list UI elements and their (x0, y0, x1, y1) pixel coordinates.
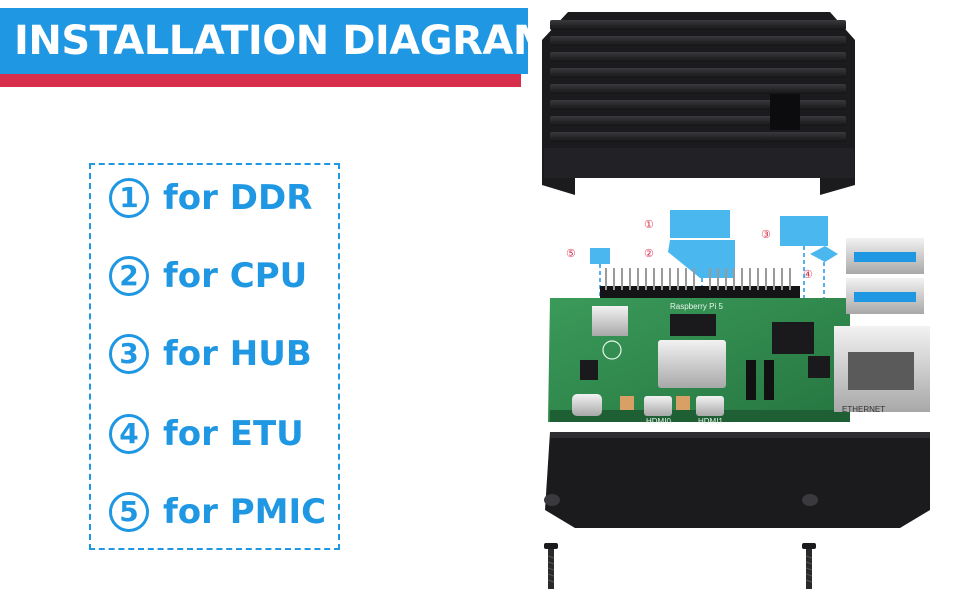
etu-chip (808, 356, 830, 378)
callout-2: ② (644, 248, 654, 260)
heatsink-top-case (542, 12, 855, 195)
callout-5: ⑤ (566, 248, 576, 260)
screw-hole-right (802, 494, 818, 506)
legend-item-hub: 3 for HUB (109, 329, 312, 379)
board-name-label: Raspberry Pi 5 (670, 302, 723, 311)
usb-ethernet-ports: ETHERNET (834, 238, 930, 414)
thermal-pad-hub (780, 216, 828, 246)
ddr-chip (670, 314, 716, 336)
legend-box: 1 for DDR 2 for CPU 3 for HUB 4 for ETU … (89, 163, 340, 550)
callout-1: ① (644, 219, 654, 231)
hub-chip (772, 322, 814, 354)
pmic-chip (592, 306, 628, 336)
bottom-case-plate (544, 432, 930, 528)
hdmi0-port (644, 396, 672, 416)
thermal-pad-pmic (590, 248, 610, 264)
hdmi0-label: HDMI0 (646, 417, 671, 426)
legend-number-2: 2 (109, 256, 149, 296)
usb-c-port (572, 394, 602, 416)
title-underline (0, 74, 521, 87)
legend-label-pmic: for PMIC (163, 492, 327, 532)
legend-number-5: 5 (109, 492, 149, 532)
legend-item-cpu: 2 for CPU (109, 251, 307, 301)
legend-item-etu: 4 for ETU (109, 409, 304, 459)
gpio-header (600, 268, 800, 300)
legend-number-4: 4 (109, 414, 149, 454)
screw-hole-left (544, 494, 560, 506)
thermal-pads (590, 210, 838, 278)
callout-3: ③ (761, 229, 771, 241)
legend-number-1: 1 (109, 178, 149, 218)
legend-label-cpu: for CPU (163, 256, 308, 296)
legend-item-pmic: 5 for PMIC (109, 487, 326, 537)
screw-left (544, 543, 558, 589)
hdmi1-port (696, 396, 724, 416)
title-banner: INSTALLATION DIAGRAM (0, 8, 553, 74)
screw-right (802, 543, 816, 589)
callout-4: ④ (803, 269, 813, 281)
screws (544, 543, 816, 589)
thermal-pad-etu (810, 246, 838, 262)
page-title: INSTALLATION DIAGRAM (14, 18, 553, 64)
raspberry-pi-board: Raspberry Pi 5 HDMI0 HDMI1 (548, 298, 850, 426)
legend-number-3: 3 (109, 334, 149, 374)
legend-item-ddr: 1 for DDR (109, 173, 312, 223)
hdmi1-label: HDMI1 (698, 417, 723, 426)
product-illustration: ① ② ③ ④ ⑤ (520, 0, 970, 600)
legend-label-hub: for HUB (163, 334, 312, 374)
callout-numbers: ① ② ③ ④ ⑤ (566, 219, 813, 281)
ethernet-label: ETHERNET (842, 405, 885, 414)
thermal-pad-ddr (670, 210, 730, 238)
cpu-chip (658, 340, 726, 388)
legend-label-etu: for ETU (163, 414, 304, 454)
legend-label-ddr: for DDR (163, 178, 313, 218)
